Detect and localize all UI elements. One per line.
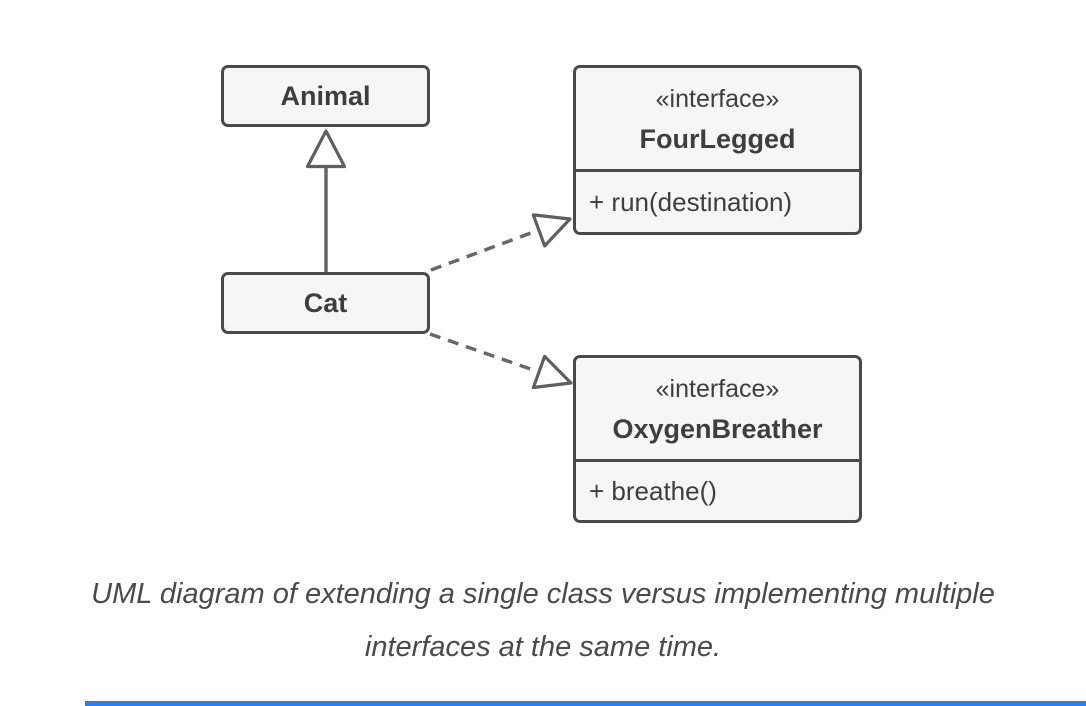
interface-box-oxygenbreather: «interface» OxygenBreather + breathe()	[573, 355, 862, 523]
bottom-blue-bar	[85, 701, 1086, 706]
class-box-cat: Cat	[221, 272, 430, 334]
implements-arrow-cat-fourlegged	[430, 213, 572, 272]
uml-diagram: Animal Cat «interface» FourLegged + run(…	[221, 65, 862, 523]
method-breathe: + breathe()	[589, 475, 717, 506]
extends-arrow-cat-animal	[305, 129, 347, 272]
implements-arrow-cat-oxygenbreather	[429, 332, 573, 390]
interface-title-fourlegged: «interface» FourLegged	[576, 68, 859, 172]
interface-methods-oxygenbreather: + breathe()	[576, 462, 859, 520]
class-box-animal: Animal	[221, 65, 430, 127]
caption-line-2: interfaces at the same time.	[364, 631, 722, 663]
interface-name-oxygenbreather: OxygenBreather	[612, 413, 823, 444]
caption-line-1: UML diagram of extending a single class …	[91, 578, 995, 610]
interface-box-fourlegged: «interface» FourLegged + run(destination…	[573, 65, 862, 235]
method-run: + run(destination)	[589, 186, 793, 217]
interface-stereotype: «interface»	[655, 84, 780, 113]
class-name-cat: Cat	[303, 287, 348, 318]
interface-title-oxygenbreather: «interface» OxygenBreather	[576, 358, 859, 462]
figure-caption: UML diagram of extending a single class …	[0, 568, 1086, 674]
interface-name-fourlegged: FourLegged	[639, 123, 796, 154]
class-name-animal: Animal	[280, 80, 371, 111]
interface-stereotype: «interface»	[655, 374, 780, 403]
interface-methods-fourlegged: + run(destination)	[576, 172, 859, 232]
relationship-arrows	[305, 129, 573, 390]
